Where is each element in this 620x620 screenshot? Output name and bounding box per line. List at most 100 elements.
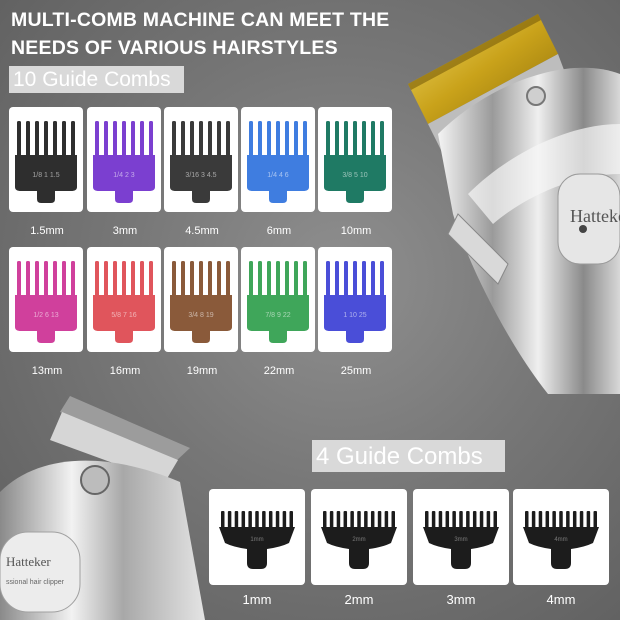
comb-tile: 3/4 8 19 — [164, 247, 238, 352]
comb-tooth — [267, 261, 271, 301]
comb-tooth — [172, 261, 176, 301]
comb-size-code: 1/2 6 13 — [33, 312, 58, 319]
comb-tooth — [285, 121, 289, 161]
t-comb-tooth — [586, 511, 591, 529]
t-comb-tooth — [343, 511, 348, 529]
t-comb-graphic: 4mm — [523, 511, 599, 569]
comb-size-label: 6mm — [266, 225, 292, 237]
comb-tooth — [380, 261, 384, 301]
comb-tile: 3/16 3 4.5 — [164, 107, 238, 212]
t-comb-tooth — [357, 511, 361, 529]
t-comb-size-label: 1mm — [242, 592, 272, 607]
t-comb-base — [423, 527, 499, 569]
comb-tooth — [217, 261, 221, 301]
t-comb-tooth — [566, 511, 570, 529]
small-clipper-brand: Hatteker — [6, 554, 51, 569]
comb-tab — [192, 191, 210, 203]
comb-size-label: 1.5mm — [30, 225, 64, 237]
comb-tile: 5/8 7 16 — [87, 247, 161, 352]
comb-base — [93, 295, 155, 331]
comb-tooth — [122, 121, 126, 161]
comb-tooth — [208, 261, 212, 301]
t-comb-graphic: 2mm — [321, 511, 397, 569]
comb-tab — [346, 331, 364, 343]
comb-graphic: 3/4 8 19 — [170, 261, 232, 343]
comb-tooth — [149, 261, 153, 301]
comb-tooth — [362, 261, 366, 301]
t-comb-size-code: 3mm — [454, 537, 467, 543]
comb-tooth — [53, 261, 57, 301]
t-comb-tooth — [221, 511, 225, 529]
comb-tooth — [303, 121, 307, 161]
comb-tooth — [53, 121, 57, 161]
comb-graphic: 1/8 1 1.5 — [15, 121, 77, 203]
comb-tooth — [344, 121, 348, 161]
comb-size-code: 3/4 8 19 — [188, 312, 213, 319]
comb-size-label: 3mm — [112, 225, 138, 237]
comb-tooth — [131, 121, 135, 161]
big-clipper-image: Hatteker — [408, 14, 620, 394]
comb-tooth — [113, 121, 117, 161]
t-comb-tooth — [248, 511, 252, 529]
comb-tooth — [181, 121, 185, 161]
t-comb-tooth — [466, 511, 470, 529]
comb-size-label: 10mm — [340, 225, 372, 237]
t-comb-tooth — [572, 511, 577, 529]
comb-graphic: 1 10 25 — [324, 261, 386, 343]
t-comb-tile: 3mm — [413, 489, 509, 585]
comb-tooth — [44, 121, 48, 161]
comb-tooth — [294, 121, 298, 161]
t-comb-tile: 4mm — [513, 489, 609, 585]
t-comb-size-label: 2mm — [344, 592, 374, 607]
t-comb-tooth — [559, 511, 563, 529]
t-comb-tooth — [268, 511, 273, 529]
comb-tab — [269, 191, 287, 203]
comb-tooth — [276, 261, 280, 301]
t-comb-tooth — [289, 511, 293, 529]
headline-line-1: MULTI-COMB MACHINE CAN MEET THE — [11, 9, 390, 31]
t-comb-tooth — [431, 511, 436, 529]
comb-tooth — [140, 121, 144, 161]
t-comb-graphic: 1mm — [219, 511, 295, 569]
comb-tooth — [122, 261, 126, 301]
comb-tile: 1/4 4 6 — [241, 107, 315, 212]
comb-graphic: 7/8 9 22 — [247, 261, 309, 343]
comb-tooth — [181, 261, 185, 301]
comb-graphic: 3/16 3 4.5 — [170, 121, 232, 203]
comb-tab — [115, 331, 133, 343]
comb-tooth — [362, 121, 366, 161]
comb-tooth — [208, 121, 212, 161]
comb-graphic: 1/2 6 13 — [15, 261, 77, 343]
comb-tooth — [335, 121, 339, 161]
ten-guide-combs-heading: 10 Guide Combs — [9, 66, 184, 93]
comb-size-code: 1/8 1 1.5 — [32, 172, 59, 179]
four-guide-combs-label: 4 Guide Combs — [316, 443, 483, 470]
comb-base — [170, 155, 232, 191]
comb-graphic: 5/8 7 16 — [93, 261, 155, 343]
comb-size-label: 13mm — [31, 365, 63, 377]
t-comb-tooth — [538, 511, 543, 529]
comb-tile: 7/8 9 22 — [241, 247, 315, 352]
comb-tooth — [140, 261, 144, 301]
comb-tooth — [249, 261, 253, 301]
t-comb-tooth — [593, 511, 597, 529]
comb-base — [170, 295, 232, 331]
t-comb-tooth — [445, 511, 450, 529]
comb-size-label: 22mm — [263, 365, 295, 377]
headline-line-2: NEEDS OF VARIOUS HAIRSTYLES — [11, 37, 338, 59]
comb-tooth — [285, 261, 289, 301]
comb-tab — [346, 191, 364, 203]
t-comb-tooth — [323, 511, 327, 529]
t-comb-tooth — [391, 511, 395, 529]
comb-tooth — [17, 261, 21, 301]
t-comb-tooth — [438, 511, 443, 529]
comb-size-label: 19mm — [186, 365, 218, 377]
comb-tooth — [353, 261, 357, 301]
comb-tooth — [26, 121, 30, 161]
comb-tooth — [199, 261, 203, 301]
comb-size-code: 1 10 25 — [343, 312, 366, 319]
comb-tooth — [226, 121, 230, 161]
comb-tab — [115, 191, 133, 203]
comb-tooth — [344, 261, 348, 301]
comb-tooth — [62, 261, 66, 301]
